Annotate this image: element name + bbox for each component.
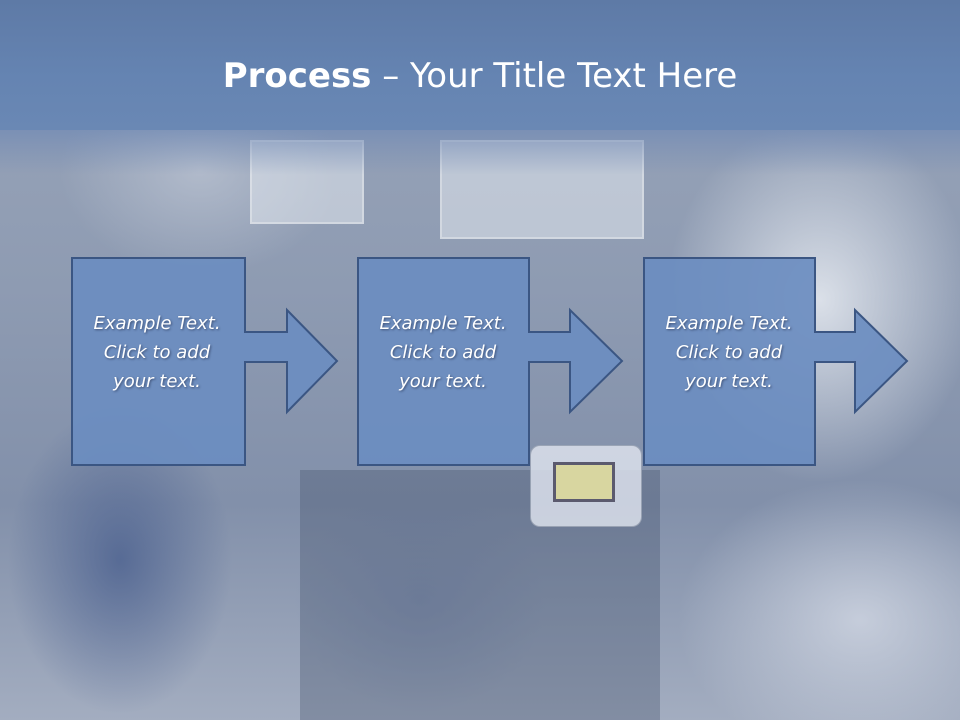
step-2-line-3: your text. — [399, 371, 487, 392]
step-1-text[interactable]: Example Text. Click to add your text. — [71, 309, 243, 396]
step-1-line-1: Example Text. — [93, 313, 221, 334]
step-3-shape — [643, 257, 909, 466]
step-2-line-1: Example Text. — [379, 313, 507, 334]
title-bold: Process — [222, 56, 372, 96]
title-rest: – Your Title Text Here — [371, 56, 738, 96]
step-3-line-2: Click to add — [675, 342, 783, 363]
step-2-line-2: Click to add — [389, 342, 497, 363]
step-1-line-3: your text. — [113, 371, 201, 392]
title-bar — [0, 0, 960, 130]
step-2-text[interactable]: Example Text. Click to add your text. — [357, 309, 529, 396]
step-3-line-3: your text. — [685, 371, 773, 392]
step-1-shape — [71, 257, 339, 466]
step-3-text[interactable]: Example Text. Click to add your text. — [643, 309, 815, 396]
step-2-shape — [357, 257, 624, 466]
blood-pressure-monitor — [530, 445, 642, 527]
step-3-line-1: Example Text. — [665, 313, 793, 334]
process-step-1[interactable]: Example Text. Click to add your text. — [71, 257, 421, 467]
process-step-2[interactable]: Example Text. Click to add your text. — [357, 257, 707, 467]
step-1-line-2: Click to add — [103, 342, 211, 363]
slide-title[interactable]: Process – Your Title Text Here — [0, 54, 960, 98]
process-step-3[interactable]: Example Text. Click to add your text. — [643, 257, 960, 467]
